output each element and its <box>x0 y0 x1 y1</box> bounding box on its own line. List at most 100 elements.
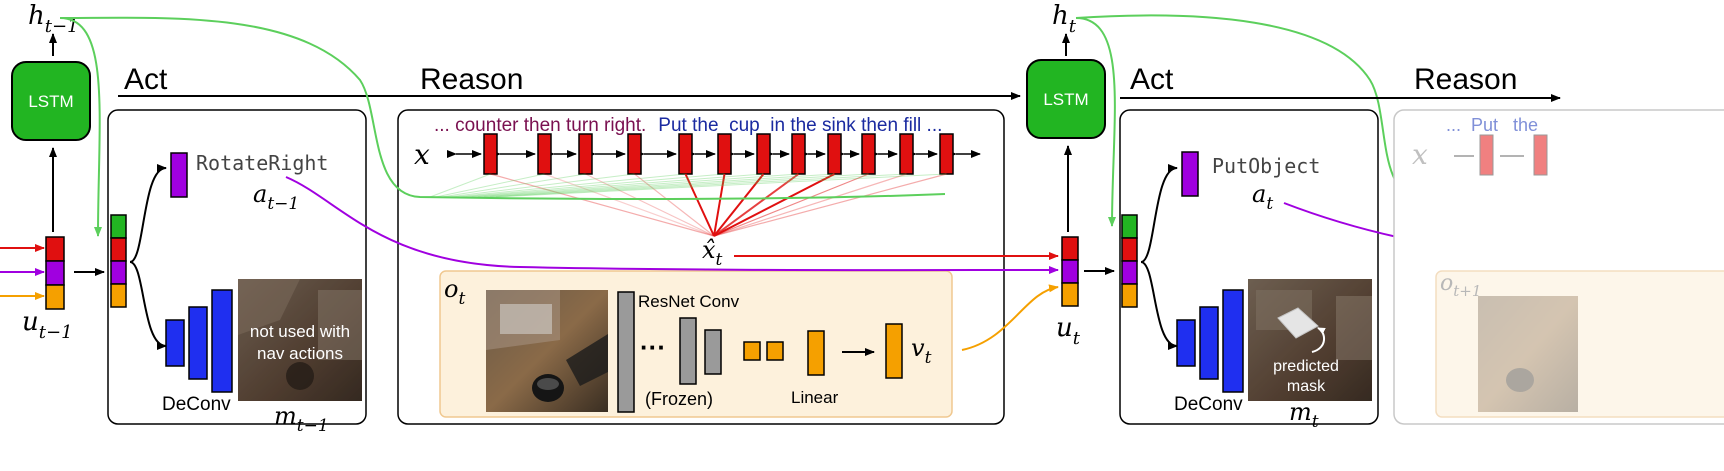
state-fan-line <box>429 173 491 198</box>
token-embedding <box>678 133 693 175</box>
state-fan-line <box>483 173 869 198</box>
resnet-label: ResNet Conv <box>638 292 740 311</box>
reason-section: Reason ... counter then turn right.Put t… <box>397 63 1005 425</box>
state-fan-line <box>489 173 907 198</box>
state-fan-line <box>441 173 586 198</box>
combined-purple-r <box>1121 260 1138 285</box>
faded-token-1 <box>1479 134 1494 176</box>
linear-block <box>807 330 825 376</box>
u-vis-cell <box>1061 282 1079 307</box>
attention-line <box>713 173 835 237</box>
attention-line <box>713 173 726 237</box>
combined-red <box>110 237 127 262</box>
faded-token-2 <box>1533 134 1548 176</box>
resnet-block-2 <box>679 317 697 385</box>
token-embedding <box>899 133 914 175</box>
feature-block-1 <box>743 341 761 361</box>
deconv-layer-1 <box>1176 319 1196 367</box>
token-embedding <box>939 133 954 175</box>
token-embedding <box>756 133 771 175</box>
state-fan-line <box>465 173 764 198</box>
lstm-label-prev: LSTM <box>28 92 73 111</box>
visual-feature-vt <box>885 323 903 379</box>
faded-reason-label: Reason <box>1414 63 1517 96</box>
state-fan-line <box>477 173 835 198</box>
mask-caption-1: predicted <box>1273 358 1339 375</box>
mask-caption-prev-2: nav actions <box>257 344 343 363</box>
u-attn-cell <box>1061 236 1079 261</box>
u-prev-action-cell <box>45 260 65 286</box>
u-label: ut <box>1056 313 1081 349</box>
state-fan-line <box>495 173 947 198</box>
faded-obs-label: ot+1 <box>1440 271 1481 300</box>
token-embeddings <box>447 133 981 175</box>
faded-sentence: ... Put the <box>1446 115 1538 135</box>
token-embedding <box>717 133 732 175</box>
vt-label: vt <box>911 334 932 368</box>
combined-green <box>110 214 127 239</box>
u-action-cell <box>1061 259 1079 284</box>
attention-line <box>713 173 947 237</box>
combined-orange-r <box>1121 283 1138 308</box>
action-var-prev: at−1 <box>253 180 299 214</box>
mask-caption-prev-1: not used with <box>250 322 350 341</box>
faded-x-label: x <box>1412 138 1428 171</box>
left-timestep: ht−1 LSTM ut−1 Act RotateRight at−1 <box>0 1 1021 436</box>
u-prev-label: ut−1 <box>22 307 73 343</box>
attention-line <box>713 173 869 237</box>
action-var: at <box>1252 180 1273 214</box>
token-embedding <box>627 133 642 175</box>
attention-line <box>713 173 907 237</box>
attention-lines <box>429 173 947 237</box>
attention-line <box>713 173 765 237</box>
lstm-cell <box>1026 59 1106 139</box>
deconv-layer-2 <box>1199 306 1219 380</box>
lstm-label: LSTM <box>1043 90 1088 109</box>
mask-image-prev <box>238 279 362 401</box>
egocentric-frame <box>486 290 608 412</box>
attention-line <box>585 173 715 237</box>
deconv-layer-2-prev <box>188 306 208 380</box>
deconv-label-prev: DeConv <box>162 394 231 415</box>
instruction-text: ... counter then turn right.Put the cup … <box>434 115 942 136</box>
token-embedding <box>861 133 876 175</box>
mask-caption-2: mask <box>1287 378 1326 395</box>
right-timestep: ht LSTM ut Act PutObject at DeConv <box>1026 1 1561 432</box>
combined-purple <box>110 260 127 285</box>
mask-image <box>1248 279 1372 401</box>
u-prev-vis-cell <box>45 284 65 310</box>
resnet-block-1 <box>617 291 635 413</box>
action-name-prev: RotateRight <box>196 151 328 175</box>
action-name: PutObject <box>1212 154 1320 178</box>
attention-line <box>490 173 715 237</box>
resnet-block-3 <box>704 329 722 375</box>
deconv-layer-3-prev <box>211 289 233 393</box>
combined-orange <box>110 283 127 308</box>
linear-label: Linear <box>791 388 839 407</box>
action-logit-prev <box>170 152 188 198</box>
token-embedding <box>578 133 593 175</box>
mask-var-prev: mt−1 <box>274 402 329 436</box>
deconv-layer-1-prev <box>165 319 185 367</box>
xhat-label: x̂t <box>702 236 723 270</box>
reason-label: Reason <box>420 63 523 96</box>
faded-frame <box>1478 296 1578 412</box>
combined-red-r <box>1121 237 1138 262</box>
attention-line <box>684 173 715 237</box>
state-fan-line <box>471 173 799 198</box>
token-embedding <box>791 133 806 175</box>
attention-line <box>634 173 715 237</box>
x-label: x <box>414 138 430 171</box>
deconv-label: DeConv <box>1174 394 1243 415</box>
h-label: ht <box>1052 1 1077 37</box>
resnet-ellipsis: ··· <box>640 332 666 362</box>
act-label-left: Act <box>124 63 168 96</box>
mask-var: mt <box>1289 398 1319 432</box>
attention-line <box>713 173 800 237</box>
act-label-right: Act <box>1130 63 1174 96</box>
obs-label: ot <box>444 275 465 309</box>
action-logit <box>1181 151 1199 197</box>
lstm-cell-prev <box>11 61 91 141</box>
state-fan-line <box>459 173 725 198</box>
